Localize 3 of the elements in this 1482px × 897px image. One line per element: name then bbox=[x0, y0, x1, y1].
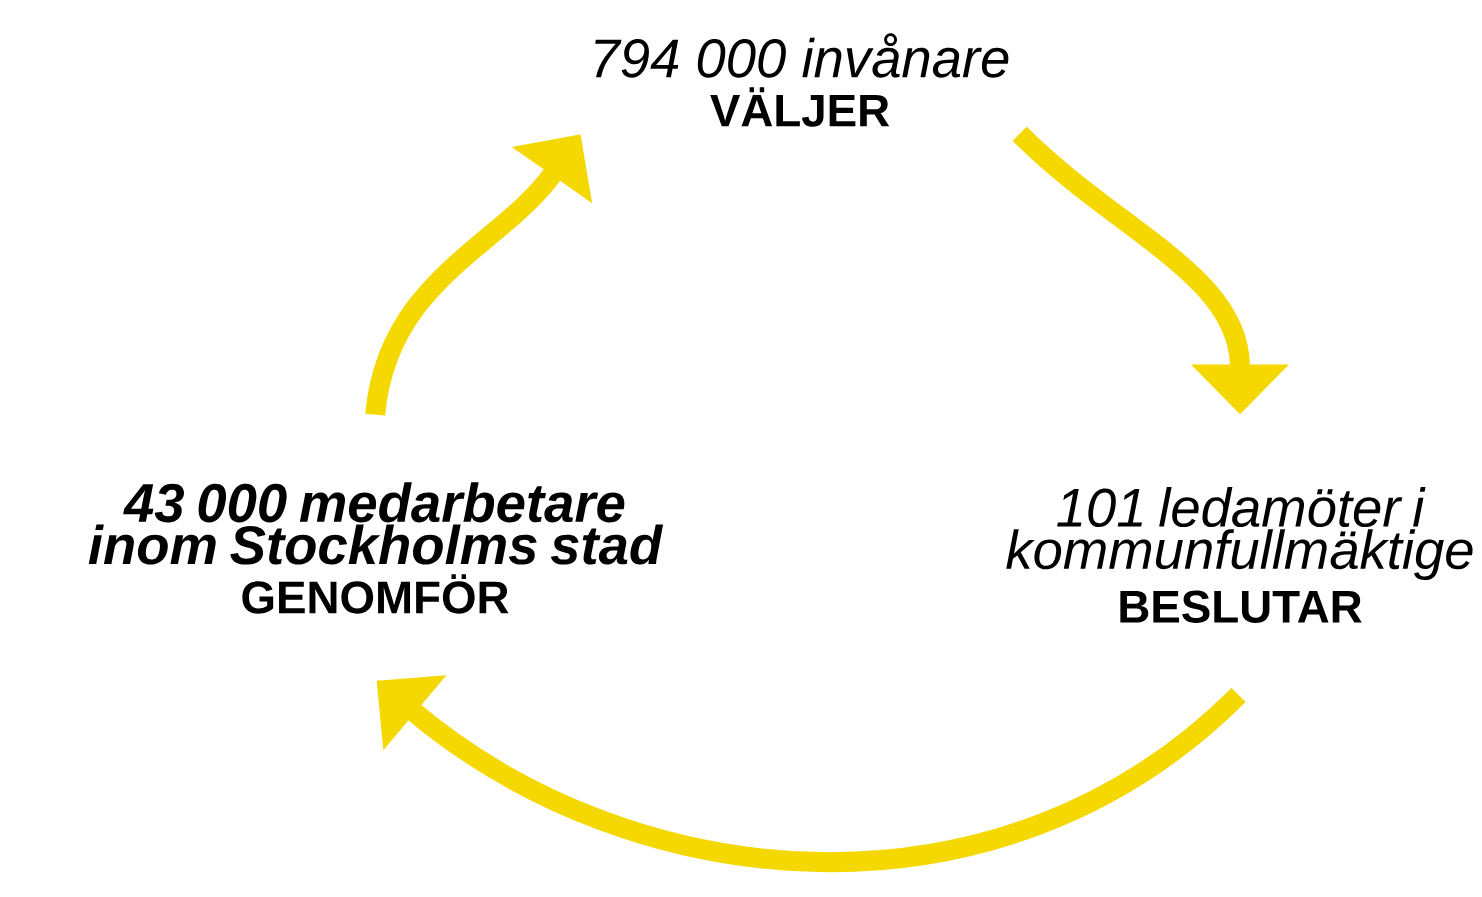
text-label: 101 ledamöter i kommunfullmäktige BESLUTAR bbox=[1006, 487, 1473, 623]
text-label: 43 000 medarbetare inom Stockholms stad GENOMFÖR bbox=[88, 482, 664, 614]
text-label: 794 000 invånare VÄLJER bbox=[595, 33, 1009, 127]
